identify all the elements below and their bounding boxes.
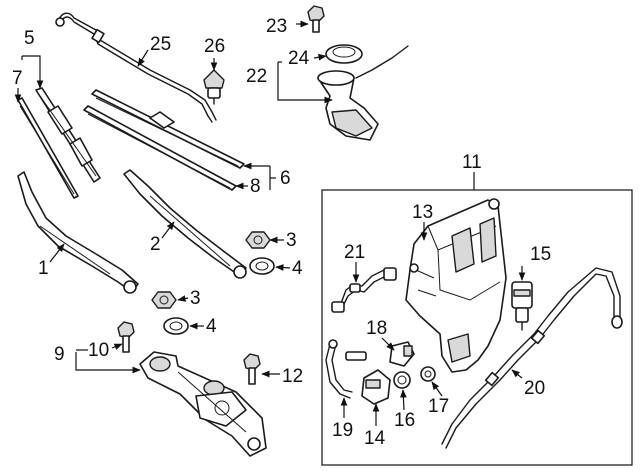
callout-12: 12 bbox=[282, 366, 303, 387]
callout-17: 17 bbox=[428, 396, 449, 417]
callout-19: 19 bbox=[332, 420, 353, 441]
leader-lines bbox=[14, 20, 526, 426]
wiring-harness-part bbox=[331, 267, 397, 313]
wiper-blade-long-part bbox=[83, 89, 245, 191]
callout-21: 21 bbox=[344, 242, 365, 263]
callout-25: 25 bbox=[150, 34, 171, 55]
callout-8: 8 bbox=[250, 176, 261, 197]
wiper-arm-left-part bbox=[17, 171, 139, 294]
bolt-23-part bbox=[307, 5, 325, 33]
grommet-16-part bbox=[393, 371, 411, 389]
callout-11: 11 bbox=[462, 152, 482, 173]
pivot-cap-lower-part bbox=[163, 317, 189, 335]
callout-5: 5 bbox=[24, 28, 35, 49]
washer-pump-lower-part bbox=[361, 369, 391, 405]
wiper-arm-right-part bbox=[123, 169, 247, 279]
callout-2: 2 bbox=[150, 234, 161, 255]
filler-neck-part bbox=[317, 45, 409, 141]
callout-7: 7 bbox=[12, 68, 23, 89]
callout-1: 1 bbox=[38, 258, 49, 279]
callout-4-upper: 4 bbox=[292, 258, 303, 279]
washer-hose-right-part bbox=[441, 267, 623, 449]
pivot-cap-upper-part bbox=[249, 257, 275, 275]
callout-3-lower: 3 bbox=[190, 288, 201, 309]
callout-14: 14 bbox=[364, 428, 386, 449]
washer-nozzle-part bbox=[203, 69, 225, 105]
callout-26: 26 bbox=[204, 36, 225, 57]
callout-23: 23 bbox=[266, 16, 287, 37]
washer-hose-part bbox=[55, 12, 217, 123]
callout-22: 22 bbox=[246, 66, 267, 87]
grommet-17-part bbox=[420, 366, 436, 382]
nut-upper-part bbox=[245, 231, 271, 249]
callout-15: 15 bbox=[530, 244, 551, 265]
nut-lower-part bbox=[151, 291, 177, 309]
washer-reservoir-part bbox=[405, 198, 507, 373]
callout-13: 13 bbox=[412, 202, 433, 223]
callout-9: 9 bbox=[54, 344, 65, 365]
callout-labels: 5 7 25 26 23 24 22 6 8 11 13 2 3 21 15 1… bbox=[12, 16, 551, 449]
callout-3-upper: 3 bbox=[286, 230, 297, 251]
callout-24: 24 bbox=[288, 48, 310, 69]
hose-small-part bbox=[325, 339, 353, 399]
callout-18: 18 bbox=[366, 318, 387, 339]
bolt-10-part bbox=[117, 321, 135, 353]
callout-6: 6 bbox=[280, 168, 291, 189]
bolt-12-part bbox=[243, 353, 261, 385]
wiper-blade-assembly-part bbox=[35, 87, 101, 183]
washer-pump-part bbox=[511, 281, 533, 331]
level-sensor-part bbox=[345, 341, 415, 367]
wiper-linkage-part bbox=[139, 351, 267, 457]
callout-4-lower: 4 bbox=[206, 316, 217, 337]
filler-cap-part bbox=[325, 44, 363, 64]
reservoir-group-box bbox=[321, 189, 633, 466]
callout-20: 20 bbox=[524, 378, 545, 399]
callout-16: 16 bbox=[394, 410, 415, 431]
callout-10: 10 bbox=[88, 340, 109, 361]
